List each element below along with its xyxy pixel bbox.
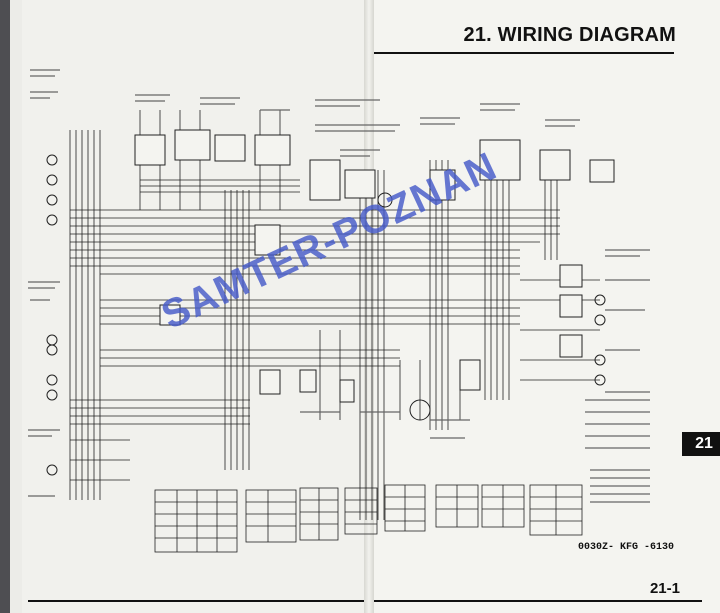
section-tab: 21 — [682, 432, 720, 456]
section-title: 21. WIRING DIAGRAM — [463, 24, 676, 46]
bottom-rule — [374, 600, 702, 602]
binding-edge — [0, 0, 12, 613]
spine-gutter — [364, 0, 374, 613]
manual-spread: 21. WIRING DIAGRAM 21 0030Z- KFG -6130 2… — [10, 0, 720, 613]
part-code: 0030Z- KFG -6130 — [578, 542, 675, 553]
title-rule — [374, 52, 674, 54]
right-page: 21. WIRING DIAGRAM 21 0030Z- KFG -6130 2… — [374, 0, 720, 613]
left-page — [22, 0, 364, 613]
bottom-rule — [28, 600, 364, 602]
page-number: 21-1 — [649, 580, 680, 597]
